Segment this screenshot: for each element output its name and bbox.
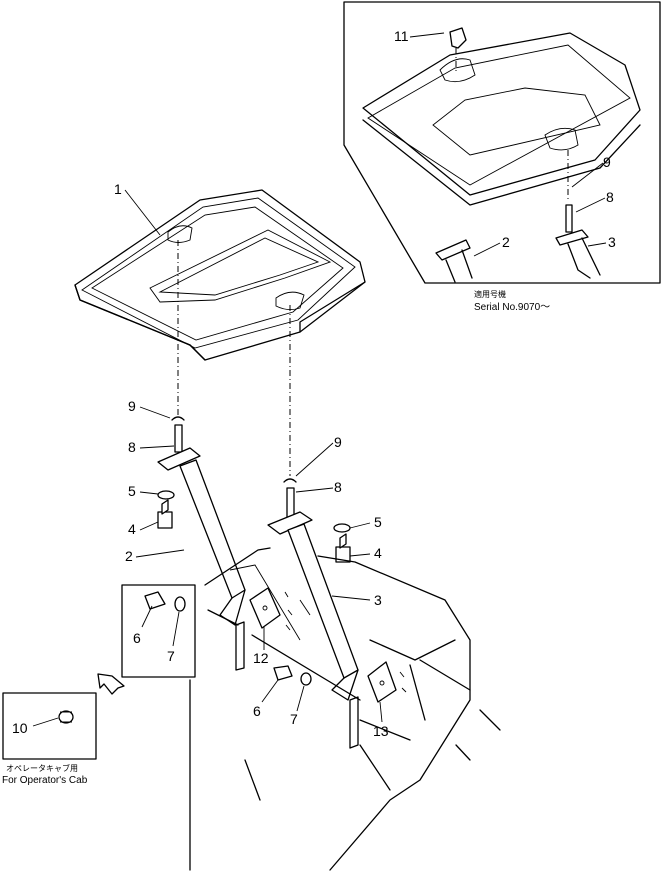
leader-lines	[32, 32, 607, 727]
callout-9-right: 9	[334, 434, 342, 450]
callout-2-inset: 2	[502, 234, 510, 250]
callout-3-inset: 3	[608, 234, 616, 250]
callout-2-main: 2	[125, 548, 133, 564]
screw-washer-set-main	[273, 665, 312, 686]
callout-8-right: 8	[334, 479, 342, 495]
arrow-to-cab-inset	[97, 673, 125, 695]
plate-part-13	[367, 661, 407, 703]
callout-5-left: 5	[128, 483, 136, 499]
callout-9-inset: 9	[603, 154, 611, 170]
callout-6-main: 6	[253, 703, 261, 719]
cab-caption-jp: オペレータキャブ用	[6, 763, 78, 773]
callout-8-left: 8	[128, 439, 136, 455]
inset-serial-frame	[343, 1, 661, 284]
right-post-part-3	[267, 478, 359, 749]
cab-caption-en: For Operator's Cab	[2, 775, 88, 786]
callout-7-main: 7	[290, 711, 298, 727]
cab-body	[189, 547, 501, 871]
inset-cab-frame	[2, 692, 97, 760]
callout-5-right: 5	[374, 514, 382, 530]
callout-11-inset: 11	[394, 28, 409, 44]
callout-10: 10	[12, 720, 28, 736]
inset-posts	[435, 150, 601, 283]
callout-8-inset: 8	[606, 189, 614, 205]
callout-4-right: 4	[374, 545, 382, 561]
callout-13: 13	[373, 723, 389, 739]
inset-screw-frame	[121, 584, 196, 678]
callout-9-left: 9	[128, 398, 136, 414]
left-post-part-2	[157, 416, 246, 671]
inset-canopy-top	[362, 32, 641, 206]
knob-part-11	[449, 27, 467, 72]
callout-12: 12	[253, 650, 269, 666]
callout-3-main: 3	[374, 592, 382, 608]
callout-6-inset: 6	[133, 630, 141, 646]
callout-1: 1	[114, 181, 122, 197]
canopy-part-1	[74, 189, 366, 361]
callout-4-left: 4	[128, 521, 136, 537]
centerlines	[177, 240, 291, 476]
plate-part-12	[249, 587, 293, 631]
serial-caption-en: Serial No.9070～	[474, 302, 550, 313]
callout-7-inset: 7	[167, 648, 175, 664]
serial-caption-jp: 適用号機	[474, 289, 506, 299]
